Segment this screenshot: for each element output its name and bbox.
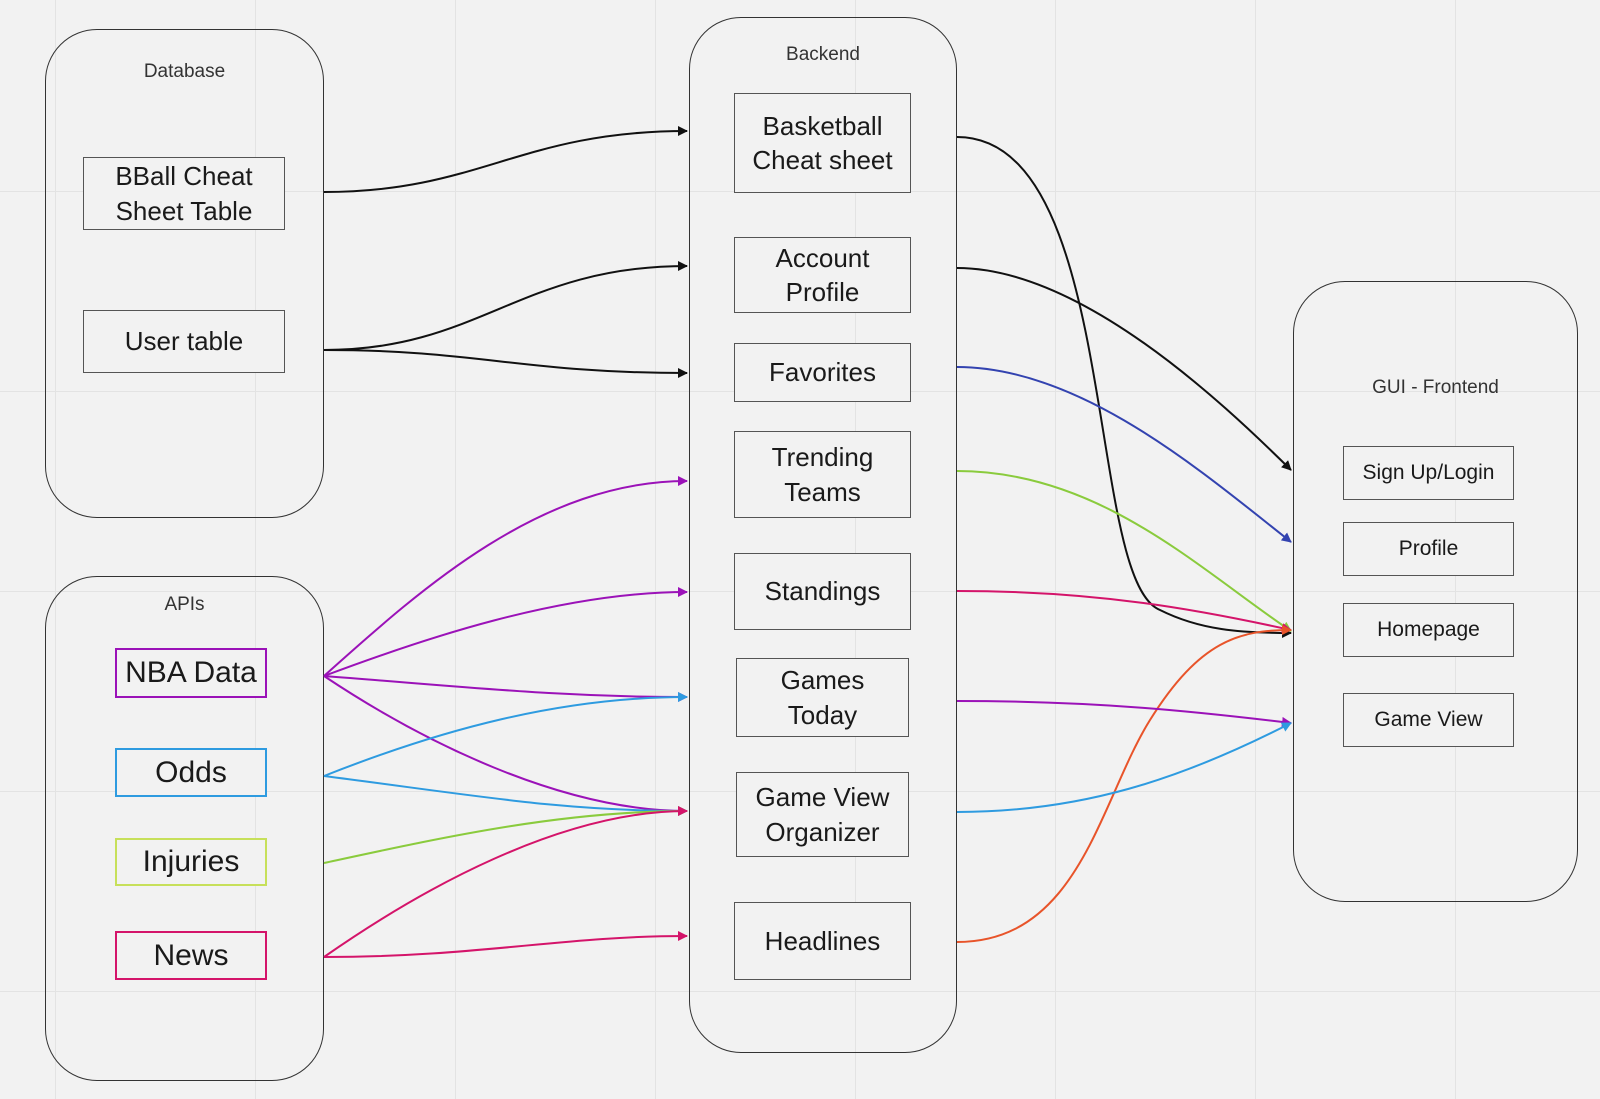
edge-odds-to-game-view-organizer [323,775,688,816]
games-today-node[interactable]: Games Today [736,658,909,737]
user-table-node[interactable]: User table [83,310,285,373]
edge-account-profile-to-signup [956,267,1292,471]
edge-nba-data-to-standings [323,587,688,677]
edge-user-table-to-favorites [323,349,688,378]
cheat-sheet-node[interactable]: Basketball Cheat sheet [734,93,911,193]
edge-cheat-table-to-cheat-sheet [323,126,688,193]
edge-cheat-sheet-to-homepage [956,136,1292,638]
edge-favorites-to-profile [956,366,1292,543]
edge-nba-data-to-trending-teams [323,476,688,677]
edge-user-table-to-account-profile [323,261,688,351]
game-view-organizer-node[interactable]: Game View Organizer [736,772,909,857]
edge-nba-data-to-games-today [323,675,688,702]
edge-games-today-to-game-view [956,700,1292,727]
backend-group-title: Backend [786,44,860,65]
edge-odds-to-games-today [323,692,688,777]
apis-group-title: APIs [164,594,205,615]
nba-data-node[interactable]: NBA Data [115,648,267,698]
trending-teams-node[interactable]: Trending Teams [734,431,911,518]
odds-node[interactable]: Odds [115,748,267,797]
edge-news-to-game-view-organizer [323,806,688,958]
game-view-node[interactable]: Game View [1343,693,1514,747]
edge-game-view-organizer-to-game-view [956,722,1292,813]
injuries-node[interactable]: Injuries [115,838,267,886]
news-node[interactable]: News [115,931,267,980]
database-group: Database [45,29,324,518]
favorites-node[interactable]: Favorites [734,343,911,402]
frontend-group-title: GUI - Frontend [1372,377,1499,398]
edge-injuries-to-game-view-organizer [323,806,688,864]
backend-group: Backend [689,17,957,1053]
account-profile-node[interactable]: Account Profile [734,237,911,313]
edge-news-to-headlines [323,931,688,958]
cheat-sheet-table-node[interactable]: BBall Cheat Sheet Table [83,157,285,230]
edge-standings-to-homepage [956,590,1292,633]
headlines-node[interactable]: Headlines [734,902,911,980]
homepage-node[interactable]: Homepage [1343,603,1514,657]
database-group-title: Database [143,61,226,82]
edge-nba-data-to-game-view-organizer [323,675,688,816]
standings-node[interactable]: Standings [734,553,911,630]
frontend-group: GUI - Frontend [1293,281,1578,902]
signup-login-node[interactable]: Sign Up/Login [1343,446,1514,500]
edge-trending-teams-to-homepage [956,470,1292,632]
edge-headlines-to-homepage [956,625,1292,943]
profile-node[interactable]: Profile [1343,522,1514,576]
